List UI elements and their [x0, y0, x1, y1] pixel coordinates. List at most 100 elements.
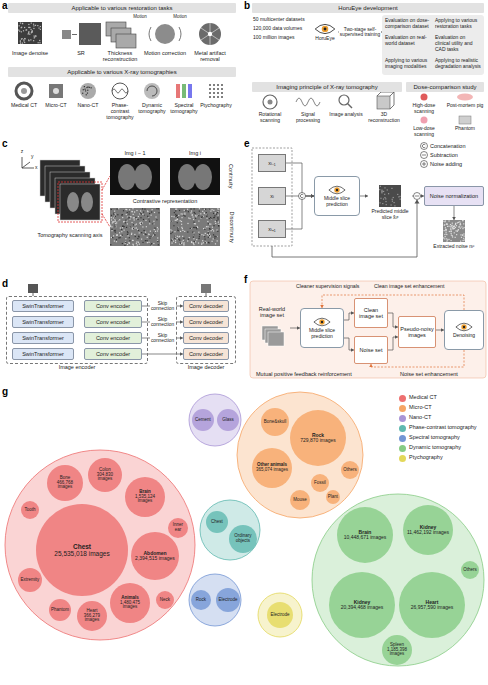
noise-dot — [206, 212, 207, 213]
data-bubble: Electrode — [216, 588, 240, 612]
noise-dot — [149, 238, 150, 239]
noise-dot — [131, 233, 132, 234]
noise-dot — [199, 234, 200, 235]
noise-dot — [176, 215, 177, 216]
noise-dot — [145, 232, 146, 233]
noise-dot — [452, 226, 453, 227]
ptycho-dot — [221, 84, 223, 86]
high-dose-icon — [421, 94, 428, 101]
noise-dot — [209, 223, 210, 224]
noise-dot — [206, 214, 207, 215]
noise-dot — [174, 212, 175, 213]
leader-line — [102, 176, 110, 190]
noise-dot — [148, 218, 149, 219]
noise-dot — [144, 215, 145, 216]
noise-dot — [184, 214, 185, 215]
ptycho-dot — [217, 84, 219, 86]
noise-dot — [452, 227, 453, 228]
noise-dot — [458, 222, 459, 223]
noise-dot — [175, 216, 176, 217]
eye-pupil — [336, 189, 338, 191]
noise-dot — [136, 227, 137, 228]
noise-dot — [181, 243, 182, 244]
noise-dot — [461, 226, 462, 227]
noise-dot — [133, 244, 134, 245]
noise-dot — [171, 230, 172, 231]
data-bubble: Bone&skull — [261, 408, 289, 436]
caption-label: Motion correction — [143, 50, 187, 56]
noise-dot — [177, 222, 178, 223]
noise-dot — [158, 212, 159, 213]
noise-dot — [137, 229, 138, 230]
noise-dot — [114, 213, 115, 214]
dynamic-icon — [144, 83, 160, 99]
noise-dot — [207, 221, 208, 222]
noise-dot — [114, 214, 115, 215]
noise-dot — [138, 236, 139, 237]
noise-dot — [154, 233, 155, 234]
caption-label: Phantom — [445, 126, 485, 132]
eye-outline — [329, 186, 345, 194]
noise-dot — [212, 227, 213, 228]
noise-dot — [144, 209, 145, 210]
noise-dot — [157, 227, 158, 228]
noise-dot — [34, 37, 35, 38]
noise-dot — [181, 227, 182, 228]
data-bubble: Kidney20,394,468 images — [329, 572, 395, 638]
noise-dot — [126, 209, 127, 210]
noise-dot — [170, 233, 171, 234]
connector-line — [322, 295, 464, 310]
noise-dot — [142, 222, 143, 223]
noise-dot — [208, 237, 209, 238]
noise-dot — [181, 217, 182, 218]
noise-dot — [175, 235, 176, 236]
noise-dot — [177, 238, 178, 239]
noise-dot — [216, 236, 217, 237]
noise-dot — [131, 222, 132, 223]
noise-dot — [115, 220, 116, 221]
noise-dot — [179, 239, 180, 240]
noise-dot — [452, 235, 453, 236]
noise-dot — [450, 226, 451, 227]
noise-dot — [218, 209, 219, 210]
micro-ct-icon — [49, 84, 63, 98]
noise-dot — [462, 234, 463, 235]
node-text: Noise normalization — [430, 193, 478, 199]
noise-dot — [206, 226, 207, 227]
node-text: Conv decoder — [189, 319, 223, 325]
noise-dot — [444, 230, 445, 231]
noise-dot — [158, 244, 159, 245]
legend-label: Phase-contrast tomography — [409, 424, 477, 430]
noise-dot — [171, 221, 172, 222]
noise-dot — [18, 29, 19, 30]
caption-label: Image analysis — [328, 112, 365, 118]
noise-dot — [182, 230, 183, 231]
noise-dot — [462, 240, 463, 241]
noise-dot — [460, 228, 461, 229]
noise-dot — [132, 240, 133, 241]
noise-dot — [177, 227, 178, 228]
noise-dot — [115, 216, 116, 217]
noise-dot — [147, 216, 148, 217]
wire-head — [415, 200, 420, 204]
noise-dot — [198, 221, 199, 222]
noise-dot — [445, 230, 446, 231]
node-text: 20,394,468 images — [333, 605, 391, 611]
noise-dot — [127, 217, 128, 218]
noise-dot — [453, 228, 454, 229]
noise-dot — [154, 228, 155, 229]
noise-dot — [33, 24, 34, 25]
noise-dot — [37, 25, 38, 26]
node-text: Rock — [192, 598, 210, 603]
noise-dot — [135, 236, 136, 237]
caption-label: y — [31, 154, 37, 160]
noise-dot — [385, 198, 386, 199]
caption-label: Motion — [167, 14, 193, 19]
noise-dot — [204, 209, 205, 210]
connector — [388, 335, 398, 350]
icon-shape — [53, 88, 59, 94]
noise-dot — [216, 236, 217, 237]
noise-dot — [391, 204, 392, 205]
noise-dot — [384, 194, 385, 195]
noise-dot — [129, 209, 130, 210]
